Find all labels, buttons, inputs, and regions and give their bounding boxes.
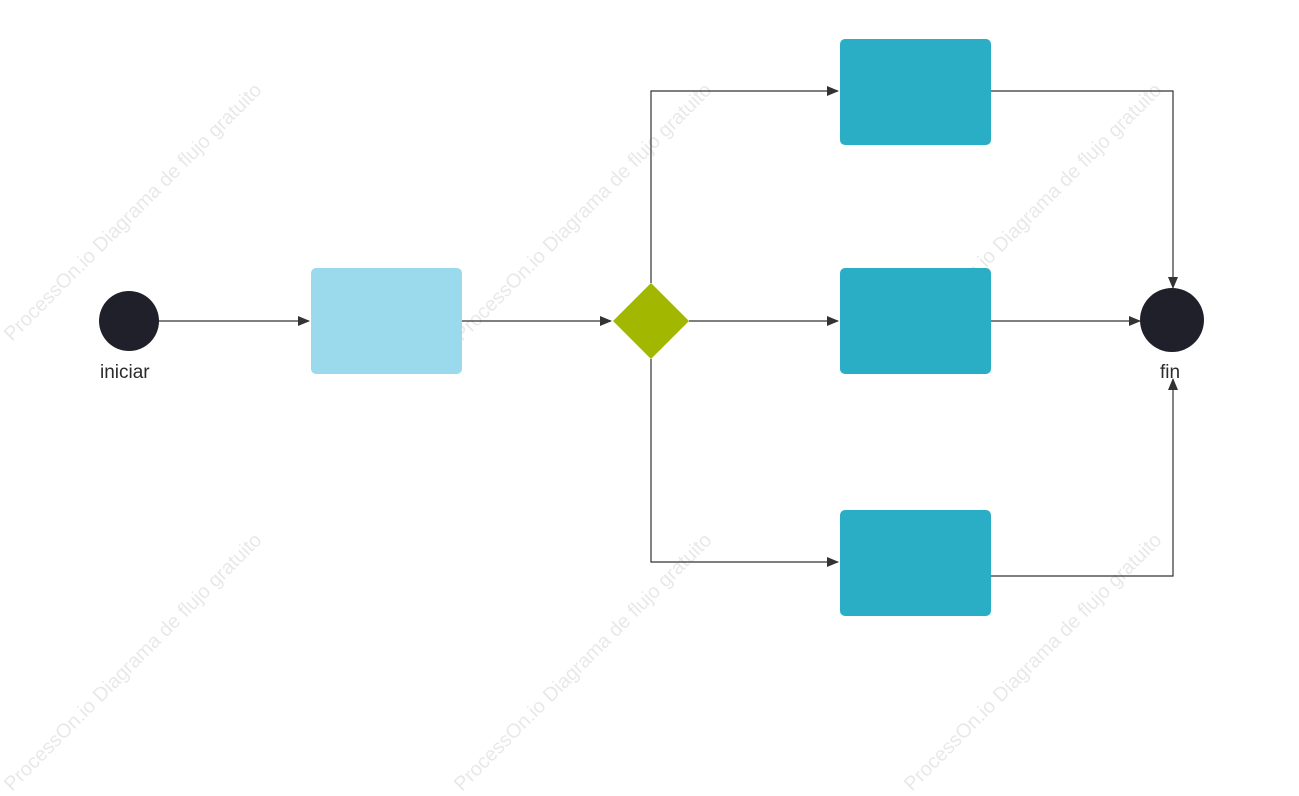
task-node-1[interactable] <box>311 268 462 374</box>
edge-task-top-to-end <box>991 90 1178 289</box>
task-node-top[interactable] <box>840 39 991 145</box>
start-label: iniciar <box>100 362 150 383</box>
edge-gateway-to-task-bottom <box>650 359 839 567</box>
diagram-canvas: ProcessOn.io Diagrama de flujo gratuito … <box>0 39 1204 796</box>
edge-gateway-to-task-top <box>650 86 839 283</box>
flowchart <box>99 39 1204 616</box>
gateway-node[interactable] <box>613 283 689 359</box>
task-node-middle[interactable] <box>840 268 991 374</box>
end-node[interactable] <box>1140 288 1204 352</box>
task-node-bottom[interactable] <box>840 510 991 616</box>
end-label: fin <box>1160 362 1181 383</box>
edge-task-bottom-to-end <box>991 378 1178 577</box>
start-node[interactable] <box>99 291 159 351</box>
